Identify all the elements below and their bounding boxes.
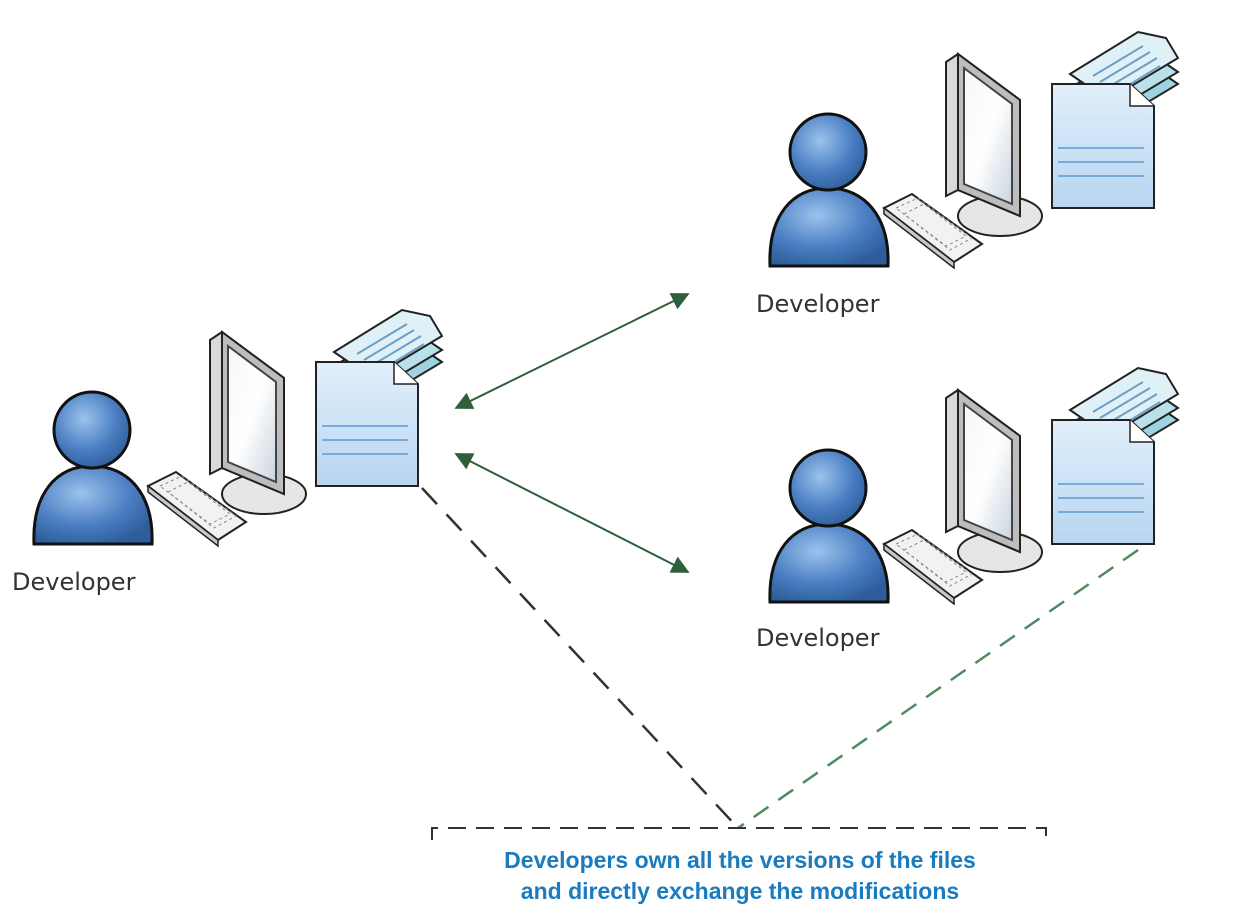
exchange-arrow-top: [454, 293, 690, 409]
workstation-top-right: [768, 30, 1180, 270]
caption-bracket: [431, 827, 1047, 840]
dashed-connector-right: [737, 548, 1139, 830]
developer-label-left: Developer: [12, 568, 136, 596]
exchange-arrow-bottom: [454, 453, 690, 573]
caption-line-2: and directly exchange the modifications: [521, 878, 959, 904]
caption-line-1: Developers own all the versions of the f…: [504, 847, 976, 873]
workstation-bottom-right: [768, 366, 1180, 606]
dashed-connector-left: [421, 487, 739, 829]
developer-label-top-right: Developer: [756, 290, 880, 318]
workstation-left: [32, 308, 444, 548]
developer-label-bottom-right: Developer: [756, 624, 880, 652]
